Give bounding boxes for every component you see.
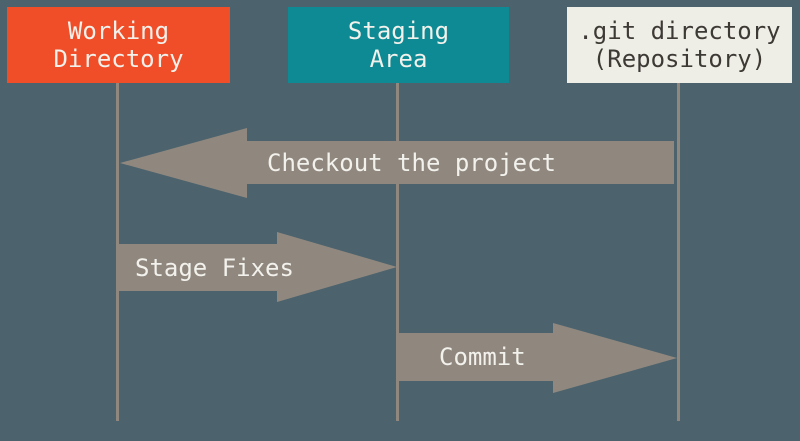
- column-box-git-directory: .git directory (Repository): [567, 7, 792, 83]
- commit-arrow-right-head-icon: [553, 323, 677, 393]
- lifeline-staging-area: [396, 83, 399, 421]
- stage-fixes-arrow-right-head-icon: [277, 232, 397, 302]
- checkout-arrow-left-head-icon: [120, 128, 247, 198]
- column-box-working-directory: Working Directory: [7, 7, 230, 83]
- stage-fixes-arrow-body: [119, 244, 277, 291]
- checkout-arrow-label: Checkout the project: [267, 148, 556, 177]
- commit-arrow-label: Commit: [439, 343, 526, 371]
- checkout-arrow-body: [247, 141, 674, 184]
- column-box-staging-area: Staging Area: [288, 7, 509, 83]
- lifeline-git-directory: [677, 83, 680, 421]
- lifeline-working-directory: [116, 83, 119, 421]
- commit-arrow-body: [399, 333, 553, 381]
- stage-fixes-arrow-label: Stage Fixes: [135, 253, 294, 282]
